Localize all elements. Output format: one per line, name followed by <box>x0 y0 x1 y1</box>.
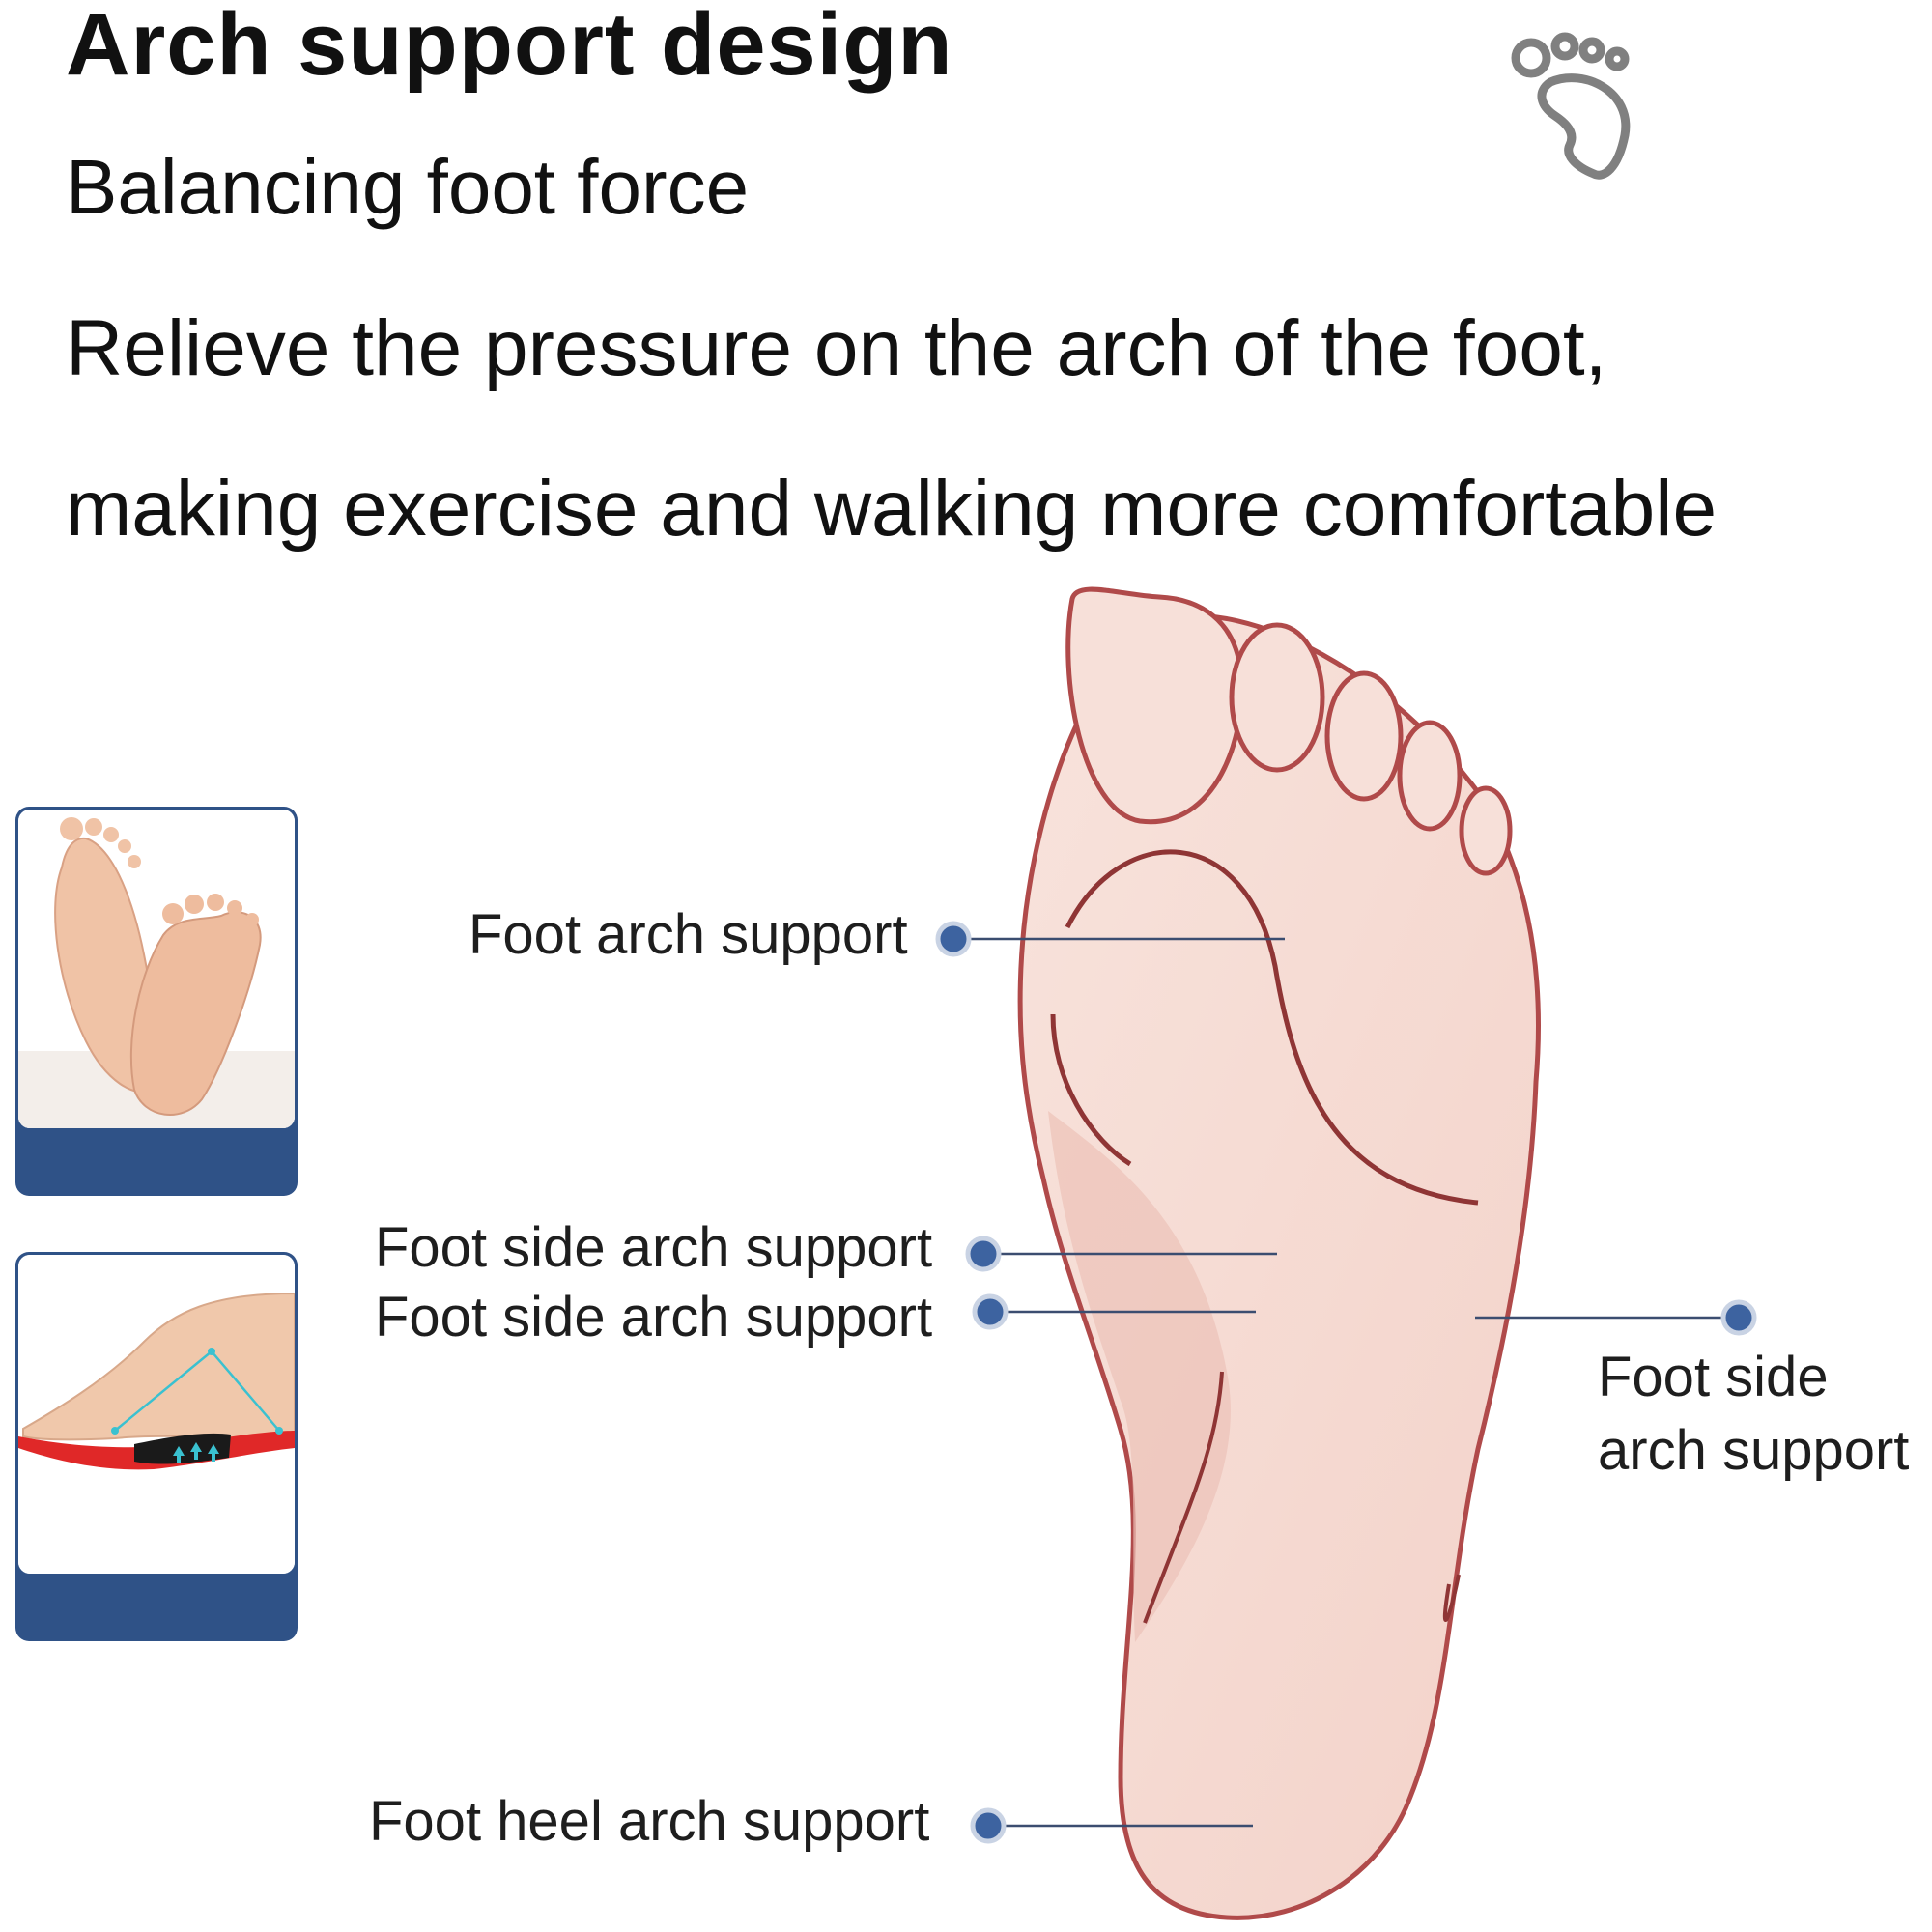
page-subtitle: Balancing foot force <box>66 144 750 230</box>
marker-side-2 <box>972 1293 1009 1330</box>
label-foot-side-arch-support-1: Foot side arch support <box>375 1216 933 1279</box>
marker-heel <box>970 1807 1007 1844</box>
label-foot-arch-support: Foot arch support <box>469 903 908 966</box>
toe-4 <box>1397 720 1463 832</box>
label-foot-side-arch-support-2: Foot side arch support <box>375 1286 933 1349</box>
page-title: Arch support design <box>66 0 953 94</box>
marker-foot-arch <box>935 921 972 957</box>
label-outer-side-line-1: Foot side <box>1598 1346 1829 1408</box>
toe-2 <box>1229 622 1325 773</box>
insole-illustration <box>18 1255 295 1574</box>
thumbnail-feet-photo <box>15 807 298 1196</box>
description-line-1: Relieve the pressure on the arch of the … <box>66 304 1607 392</box>
label-outer-side-line-2: arch support <box>1598 1419 1910 1482</box>
marker-outer-side <box>1720 1299 1757 1336</box>
description-line-2: making exercise and walking more comfort… <box>66 465 1718 553</box>
label-foot-heel-arch-support: Foot heel arch support <box>369 1790 930 1853</box>
marker-side-1 <box>965 1236 1002 1272</box>
toe-5 <box>1459 785 1513 876</box>
thumbnail-insole-photo <box>15 1252 298 1641</box>
toe-3 <box>1324 670 1404 802</box>
feet-photo-illustration <box>18 810 295 1128</box>
